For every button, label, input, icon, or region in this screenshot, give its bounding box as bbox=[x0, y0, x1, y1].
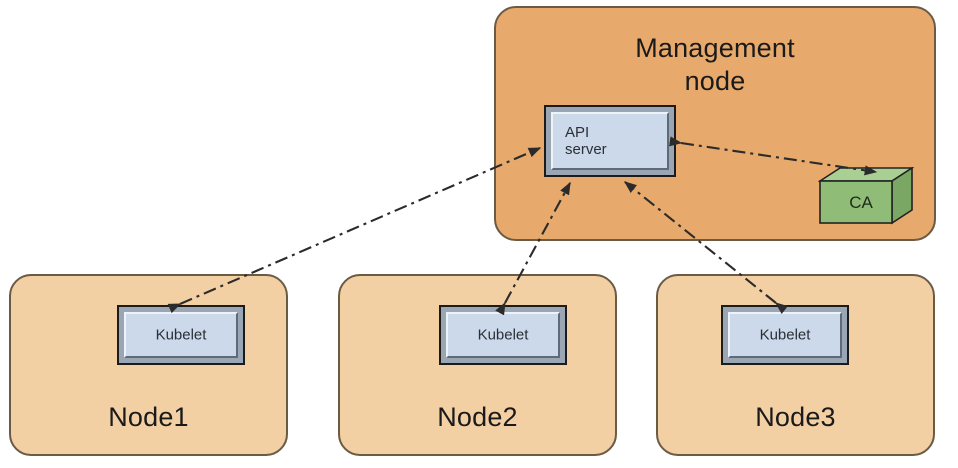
kubelet-box-face-node2: Kubelet bbox=[446, 312, 560, 358]
kubelet-box-node1[interactable]: Kubelet bbox=[117, 305, 245, 365]
kubelet-label-node2: Kubelet bbox=[477, 326, 529, 344]
worker-node-panel-1[interactable]: Node1 bbox=[9, 274, 288, 456]
kubelet-box-node3[interactable]: Kubelet bbox=[721, 305, 849, 365]
ca-label: CA bbox=[849, 193, 873, 212]
worker-node-title-1: Node1 bbox=[108, 402, 189, 432]
kubelet-box-node2[interactable]: Kubelet bbox=[439, 305, 567, 365]
kubelet-box-face-node1: Kubelet bbox=[124, 312, 238, 358]
kubelet-label-node3: Kubelet bbox=[759, 326, 811, 344]
worker-node-panel-3[interactable]: Node3 bbox=[656, 274, 935, 456]
management-node-title: Management node bbox=[635, 33, 795, 96]
kubelet-box-face-node3: Kubelet bbox=[728, 312, 842, 358]
api-server-box[interactable]: API server bbox=[544, 105, 676, 177]
ca-cube[interactable]: CA bbox=[818, 167, 914, 225]
worker-node-title-2: Node2 bbox=[437, 402, 518, 432]
worker-node-panel-2[interactable]: Node2 bbox=[338, 274, 617, 456]
api-server-label: API server bbox=[565, 124, 607, 158]
ca-cube-shape bbox=[818, 167, 914, 225]
kubelet-label-node1: Kubelet bbox=[155, 326, 207, 344]
api-server-box-face: API server bbox=[551, 112, 669, 170]
worker-node-title-3: Node3 bbox=[755, 402, 836, 432]
